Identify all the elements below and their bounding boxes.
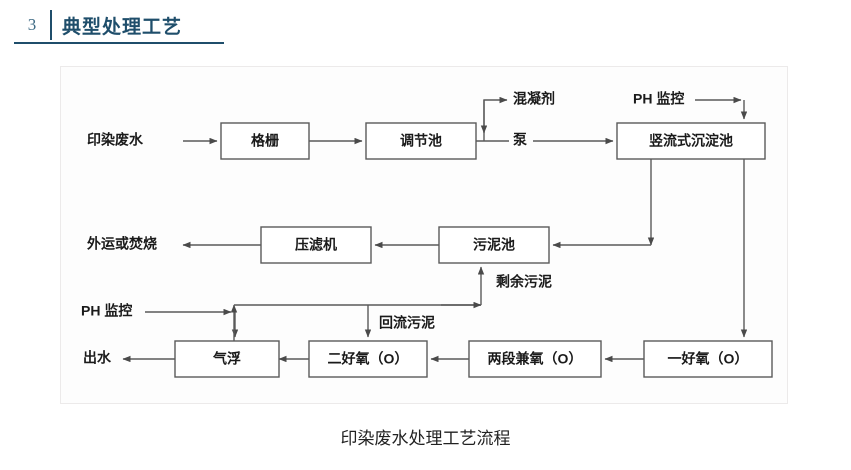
header-divider — [50, 10, 52, 40]
node-box-anoxic-2stage[interactable] — [468, 340, 602, 378]
label-ph-monitor-bottom: PH 监控 — [81, 303, 132, 319]
flow-connectors — [122, 96, 748, 363]
node-label-flotation: 气浮 — [212, 351, 241, 367]
node-box-aerobic-1[interactable] — [643, 340, 773, 378]
node-label-equalization-tank: 调节池 — [400, 133, 442, 149]
label-influent: 印染废水 — [87, 132, 144, 148]
label-effluent: 出水 — [83, 350, 112, 366]
label-ph-monitor-top: PH 监控 — [633, 91, 684, 107]
node-box-flotation[interactable] — [174, 340, 280, 378]
node-box-aerobic-2[interactable] — [308, 340, 428, 378]
section-header: 3 典型处理工艺 — [14, 8, 224, 44]
label-pump: 泵 — [513, 132, 527, 148]
label-return-sludge: 回流污泥 — [379, 315, 435, 331]
node-label-filter-press: 压滤机 — [295, 237, 337, 253]
label-excess-sludge: 剩余污泥 — [496, 274, 552, 290]
section-number: 3 — [27, 15, 37, 34]
node-box-sedimentation-tank[interactable] — [616, 122, 766, 160]
page-title: 典型处理工艺 — [62, 16, 183, 38]
node-label-sedimentation-tank: 竖流式沉淀池 — [649, 133, 733, 149]
node-box-grate[interactable] — [220, 122, 310, 160]
label-coagulant: 混凝剂 — [513, 91, 555, 107]
node-box-sludge-tank[interactable] — [438, 226, 550, 264]
node-label-anoxic-2stage: 两段兼氧（O） — [488, 351, 583, 367]
figure-caption: 印染废水处理工艺流程 — [340, 429, 511, 448]
flowchart-panel: 格栅 调节池 竖流式沉淀池 压滤机 污泥池 气浮 二好氧（O） 两段兼氧（O） … — [60, 66, 788, 404]
node-box-filter-press[interactable] — [260, 226, 372, 264]
flowchart-svg: 格栅 调节池 竖流式沉淀池 压滤机 污泥池 气浮 二好氧（O） 两段兼氧（O） … — [81, 91, 773, 378]
edge-coagulant-riser — [483, 96, 508, 141]
node-label-grate: 格栅 — [251, 133, 279, 149]
node-label-aerobic-1: 一好氧（O） — [668, 351, 749, 367]
flow-text-labels: 印染废水 混凝剂 泵 PH 监控 外运或焚烧 剩余污泥 PH 监控 回流污泥 出… — [81, 91, 684, 366]
node-label-aerobic-2: 二好氧（O） — [328, 351, 409, 367]
label-haul-or-burn: 外运或焚烧 — [87, 236, 157, 252]
node-label-sludge-tank: 污泥池 — [473, 237, 515, 253]
flow-nodes: 格栅 调节池 竖流式沉淀池 压滤机 污泥池 气浮 二好氧（O） 两段兼氧（O） … — [174, 122, 773, 378]
node-box-equalization-tank[interactable] — [365, 122, 477, 160]
